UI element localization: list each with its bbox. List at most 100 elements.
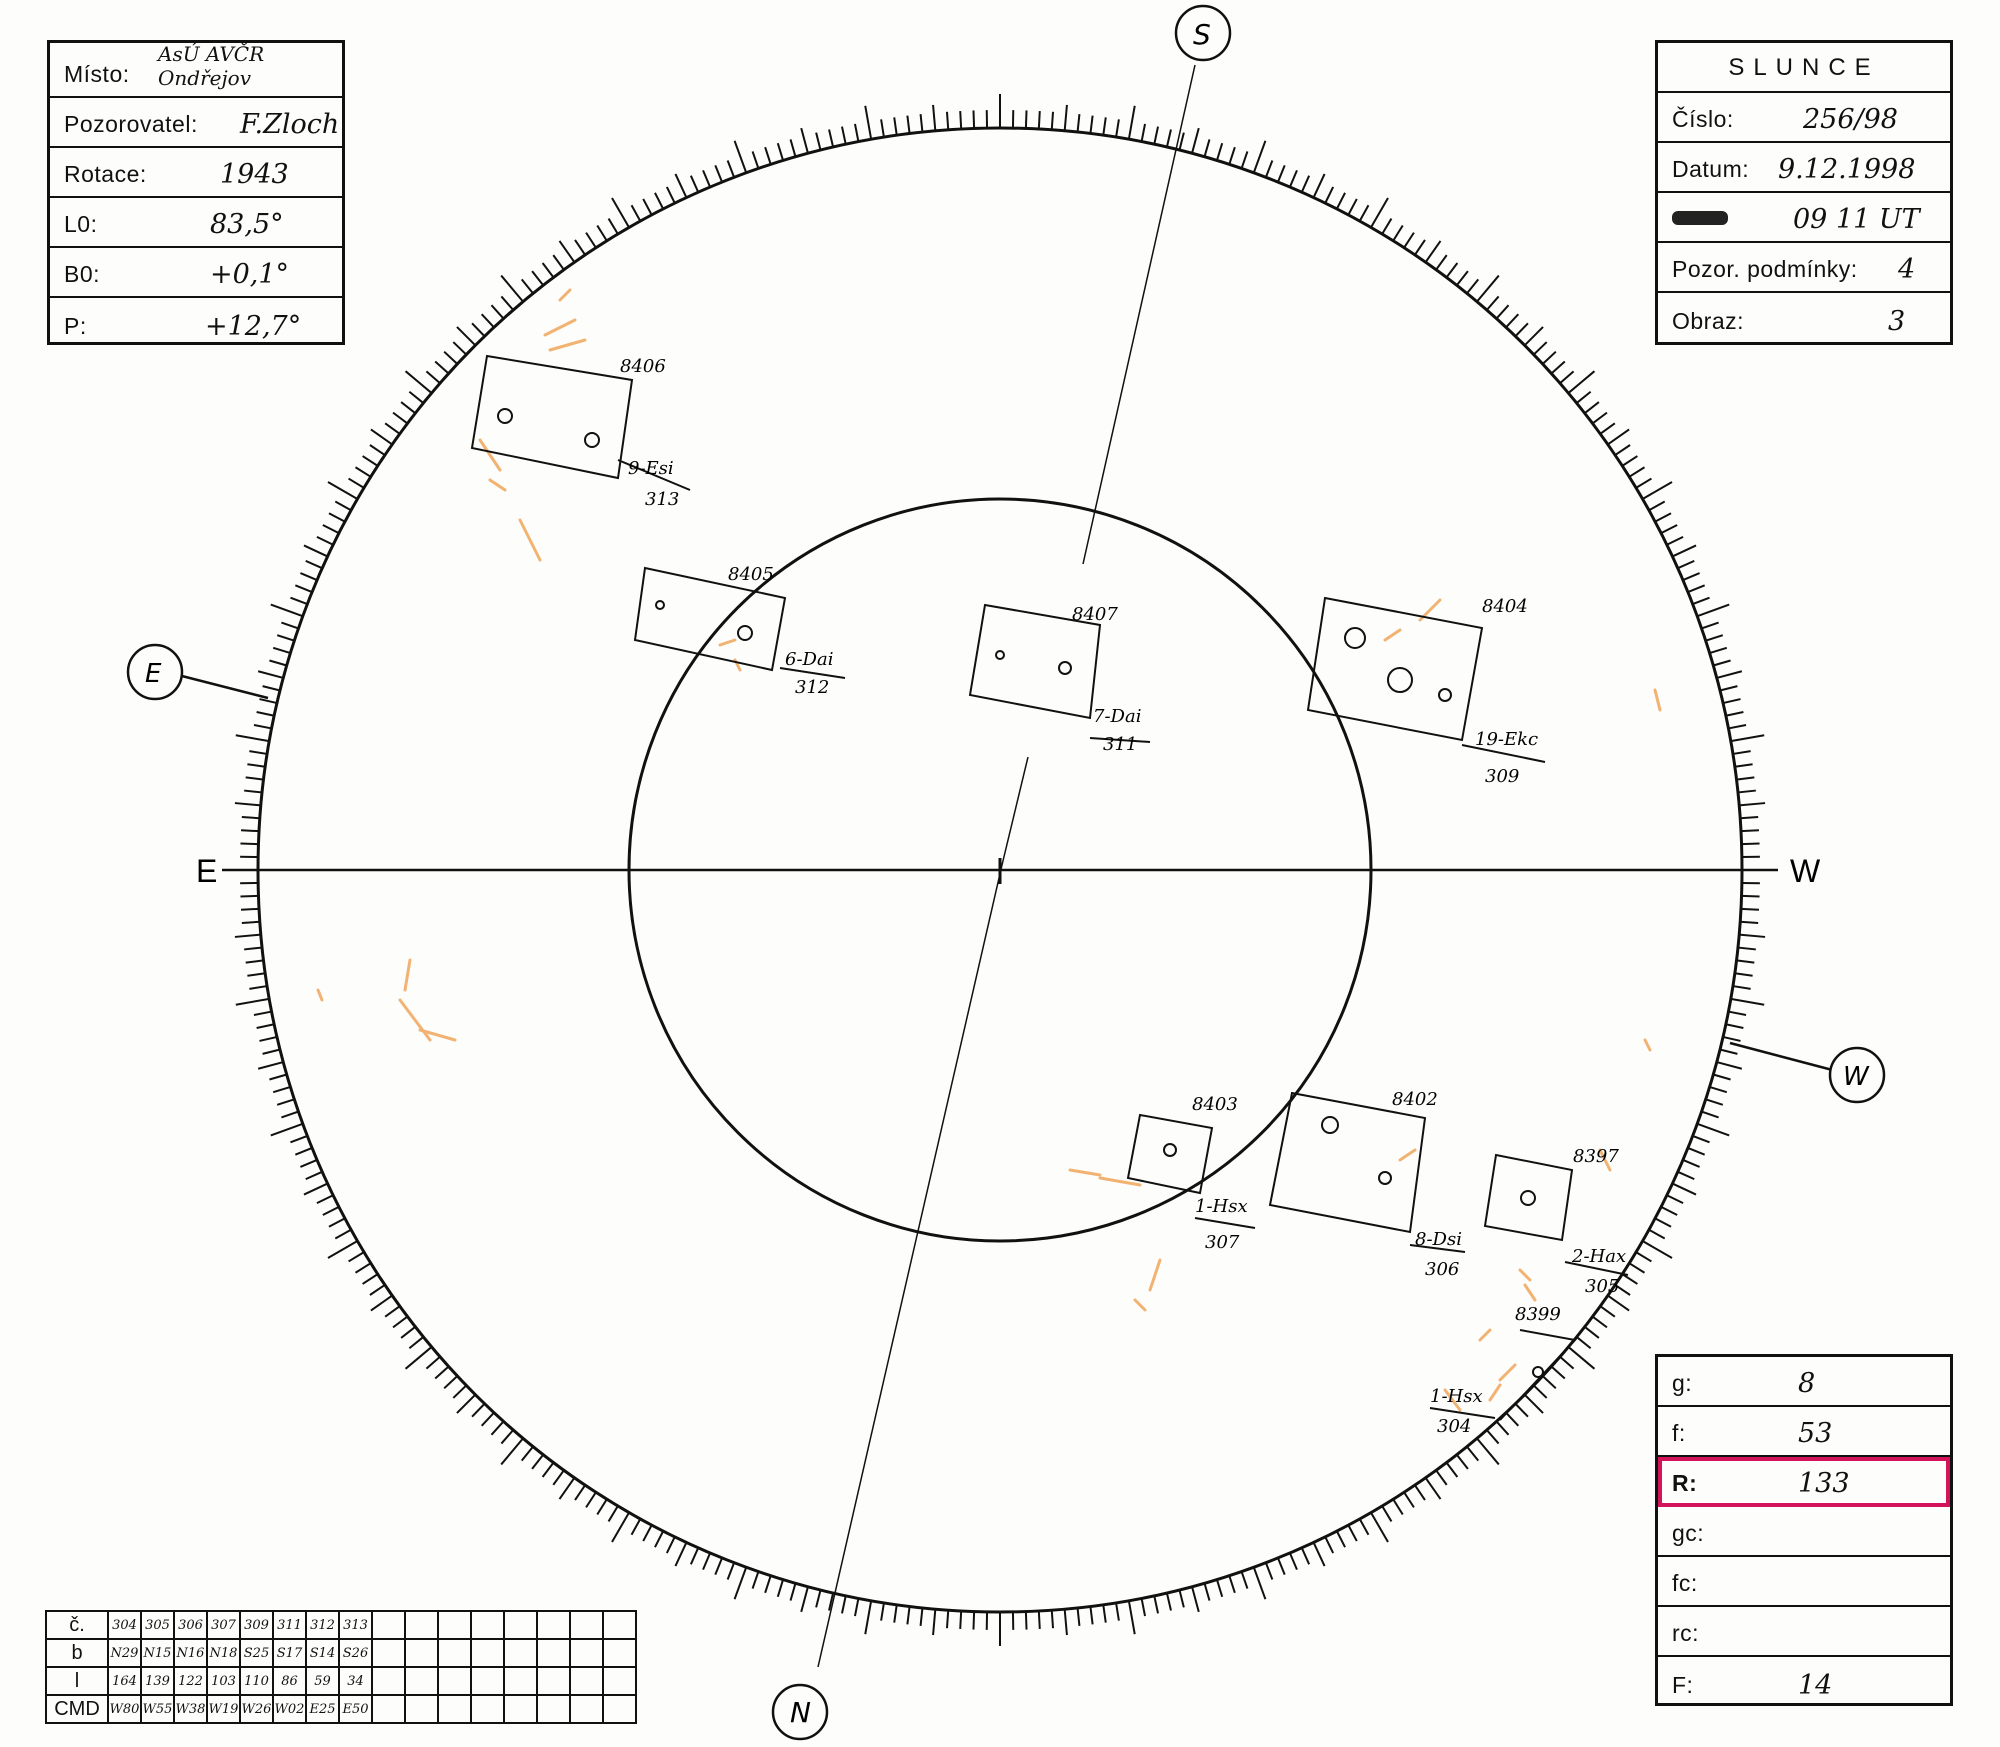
scale-tick [1495, 304, 1510, 320]
datum-value: 9.12.1998 [1778, 154, 1916, 185]
scale-tick [1335, 192, 1346, 210]
scale-tick [235, 734, 270, 743]
scale-tick [1505, 1411, 1520, 1427]
scale-tick [500, 1437, 524, 1466]
table-cell: 103 [206, 1666, 241, 1696]
scale-tick [1584, 401, 1600, 414]
scale-tick [400, 1326, 416, 1339]
table-cell: N16 [173, 1638, 208, 1668]
scale-tick [1277, 164, 1286, 183]
scale-tick [1736, 776, 1755, 781]
scale-tick [1737, 946, 1756, 951]
scale-tick [362, 455, 379, 467]
scale-tick [249, 750, 268, 755]
scale-tick [1456, 1454, 1469, 1470]
table-cell-empty [371, 1666, 406, 1696]
scale-tick [1559, 370, 1575, 384]
scale-tick [1403, 1491, 1415, 1508]
scale-tick [281, 1110, 299, 1119]
table-cell: 122 [173, 1666, 208, 1696]
rotation-axis-south [1082, 64, 1196, 565]
time-value: 09 11 UT [1793, 204, 1920, 235]
count-value: 8 [1798, 1368, 1816, 1399]
scale-tick [1089, 1606, 1094, 1625]
group-8407-num: 311 [1103, 734, 1137, 755]
scale-tick [408, 390, 424, 404]
scale-tick [828, 1592, 835, 1611]
count-label: F: [1672, 1672, 1694, 1698]
scale-tick [234, 802, 261, 807]
scale-tick [1277, 1557, 1286, 1576]
pozor-row: Pozor. podmínky: 4 [1658, 243, 1950, 293]
scale-tick [1692, 596, 1710, 606]
scale-tick [1153, 1595, 1159, 1614]
scale-tick [303, 544, 328, 558]
pozorovatel-row: Pozorovatel: F.Zloch [50, 98, 342, 148]
scale-tick [408, 1336, 424, 1350]
scale-tick [1672, 1182, 1697, 1196]
scale-tick [1621, 1273, 1638, 1285]
scale-tick [880, 1602, 885, 1621]
scale-tick [1677, 1170, 1695, 1181]
table-cell: 305 [140, 1610, 175, 1640]
scale-tick [434, 1365, 450, 1380]
scale-tick [500, 1429, 514, 1445]
scale-tick [1191, 127, 1200, 154]
scale-tick [880, 119, 885, 138]
scale-tick [1576, 390, 1592, 404]
scale-tick [262, 1048, 281, 1055]
scale-tick [1642, 1240, 1673, 1259]
scale-tick [404, 1346, 433, 1370]
count-label: rc: [1672, 1620, 1700, 1646]
scale-tick [354, 1262, 372, 1274]
scale-tick [1734, 763, 1753, 768]
table-cell: 59 [305, 1666, 340, 1696]
scale-tick [1725, 1023, 1744, 1029]
scale-tick [244, 946, 263, 951]
scale-tick [1741, 894, 1760, 898]
scale-tick [854, 1598, 860, 1617]
scale-tick [354, 466, 372, 478]
scale-tick [500, 295, 514, 311]
table-cell-empty [404, 1610, 439, 1640]
scale-tick [328, 1217, 346, 1228]
scale-tick [348, 477, 365, 489]
scale-tick [240, 894, 259, 898]
scale-tick [1153, 126, 1159, 145]
scale-tick [240, 829, 260, 833]
table-cell-empty [602, 1638, 637, 1668]
scale-tick [240, 907, 260, 911]
table-cell: W02 [272, 1694, 307, 1724]
scale-tick [1445, 262, 1459, 279]
scale-tick [241, 920, 260, 925]
b0-value: +0,1° [210, 259, 290, 290]
table-cell-empty [470, 1666, 505, 1696]
table-cell-empty [470, 1694, 505, 1724]
scale-tick [1335, 1530, 1346, 1548]
count-row-gc: gc: [1658, 1507, 1950, 1557]
cislo-row: Číslo: 256/98 [1658, 93, 1950, 143]
scale-tick [1607, 428, 1630, 446]
scale-tick [815, 132, 822, 151]
scale-tick [1486, 1429, 1500, 1445]
scale-tick [471, 322, 486, 337]
group-8399-class: 1-Hsx [1430, 1386, 1483, 1407]
scale-tick [674, 173, 688, 198]
scale-tick [1037, 110, 1041, 130]
scale-tick [1178, 132, 1185, 151]
scale-tick [642, 198, 653, 216]
scale-tick [1370, 197, 1389, 228]
scale-tick [611, 197, 630, 228]
group-8407-class: 7-Dai [1093, 706, 1141, 727]
table-cell: 307 [206, 1610, 241, 1640]
scale-tick [281, 621, 299, 630]
scale-tick [1289, 1552, 1298, 1570]
scale-tick [348, 1251, 365, 1263]
scale-tick [1736, 959, 1755, 964]
scale-tick [392, 1315, 409, 1329]
scale-tick [1203, 139, 1211, 158]
scale-tick [1614, 444, 1631, 456]
table-cell: S17 [272, 1638, 307, 1668]
scale-tick [480, 1411, 495, 1427]
